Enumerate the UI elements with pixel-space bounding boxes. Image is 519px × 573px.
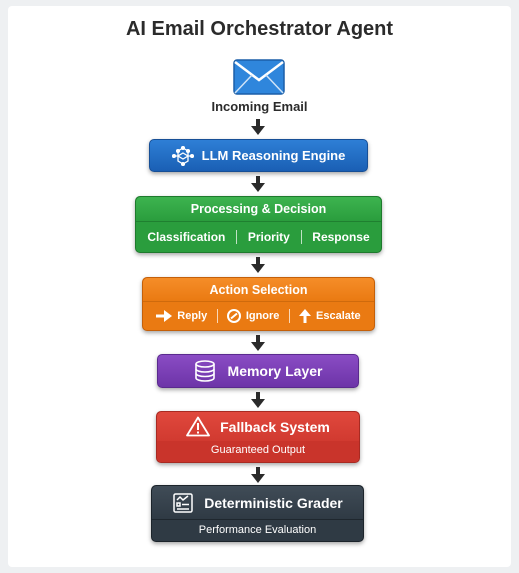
processing-item-classification: Classification	[147, 230, 226, 244]
incoming-email-label: Incoming Email	[211, 99, 308, 114]
fallback-sub-label: Guaranteed Output	[157, 441, 359, 462]
chart-clipboard-icon	[173, 492, 193, 513]
fallback-label: Fallback System	[220, 418, 330, 435]
processing-decision-box: Processing & Decision Classification Pri…	[135, 196, 382, 253]
deterministic-grader-box: Deterministic Grader Performance Evaluat…	[151, 485, 364, 542]
divider	[236, 230, 238, 244]
arrow-right-icon	[156, 310, 173, 322]
flow-arrow-1	[251, 119, 265, 135]
circle-slash-icon	[226, 309, 241, 323]
processing-item-response: Response	[312, 230, 370, 244]
flow-arrow-2	[251, 176, 265, 192]
flow-arrow-5	[251, 392, 265, 408]
grader-sub-label: Performance Evaluation	[198, 524, 317, 536]
memory-layer-box: Memory Layer	[157, 354, 359, 388]
llm-label: LLM Reasoning Engine	[201, 148, 346, 163]
fallback-system-box: Fallback System Guaranteed Output	[156, 411, 360, 463]
brain-network-icon	[171, 145, 194, 166]
database-icon	[194, 360, 215, 382]
divider	[300, 230, 302, 244]
action-escalate: Escalate	[299, 309, 361, 323]
arrow-up-icon	[299, 309, 311, 323]
memory-label: Memory Layer	[227, 363, 323, 379]
flow-arrow-3	[251, 257, 265, 273]
llm-reasoning-engine-box: LLM Reasoning Engine	[149, 139, 368, 172]
envelope-icon	[233, 59, 285, 95]
flow-arrow-4	[251, 335, 265, 351]
action-title: Action Selection	[143, 278, 374, 302]
warning-triangle-icon	[186, 416, 211, 437]
divider	[288, 309, 290, 323]
flow-arrow-6	[251, 467, 265, 483]
grader-label: Deterministic Grader	[204, 494, 343, 511]
processing-title: Processing & Decision	[136, 197, 381, 222]
divider	[216, 309, 218, 323]
action-ignore: Ignore	[226, 309, 279, 323]
action-selection-box: Action Selection Reply Ignore Escalate	[142, 277, 375, 331]
processing-item-priority: Priority	[247, 230, 290, 244]
diagram-title: AI Email Orchestrator Agent	[125, 18, 394, 40]
action-reply: Reply	[156, 310, 207, 322]
